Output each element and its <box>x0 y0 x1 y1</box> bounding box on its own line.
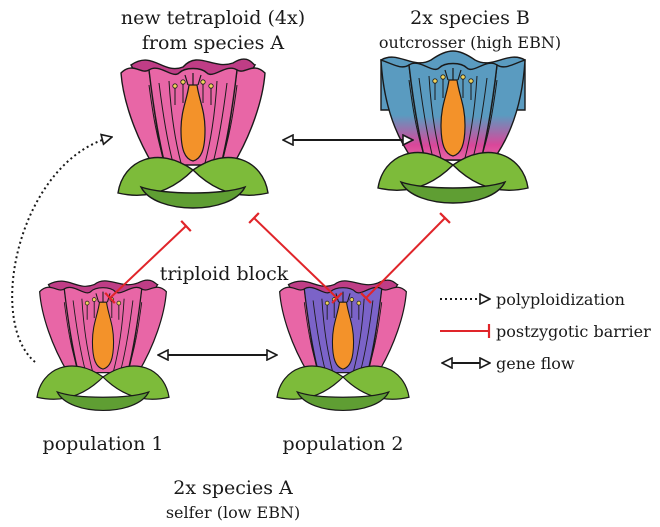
speciesB-subtitle: outcrosser (high EBN) <box>379 33 561 52</box>
speciesB-title: 2x species B <box>410 7 530 29</box>
speciesB-flower <box>377 50 529 204</box>
tetraploid-title-line1: new tetraploid (4x) <box>121 7 305 29</box>
population1-label: population 1 <box>43 433 164 455</box>
tetraploid-flower <box>117 58 269 209</box>
speciesA-title: 2x species A <box>173 477 293 499</box>
polyploidization-arrow <box>11 137 112 363</box>
triploid-block-label: triploid block <box>160 263 289 285</box>
barrier-speciesB-pop2 <box>360 212 451 304</box>
population2-flower <box>276 279 410 412</box>
legend-polyploidization-label: polyploidization <box>496 290 625 309</box>
population1-flower <box>36 279 170 412</box>
legend-gene-flow-label: gene flow <box>496 354 575 373</box>
barrier-tetraploid-pop1 <box>104 220 192 304</box>
speciesA-subtitle: selfer (low EBN) <box>166 503 300 522</box>
population2-label: population 2 <box>283 433 404 455</box>
legend-barrier-label: postzygotic barrier <box>496 322 651 341</box>
legend: polyploidization postzygotic barrier gen… <box>440 290 651 373</box>
barrier-tetraploid-pop2 <box>248 212 343 304</box>
tetraploid-title-line2: from species A <box>142 32 285 54</box>
